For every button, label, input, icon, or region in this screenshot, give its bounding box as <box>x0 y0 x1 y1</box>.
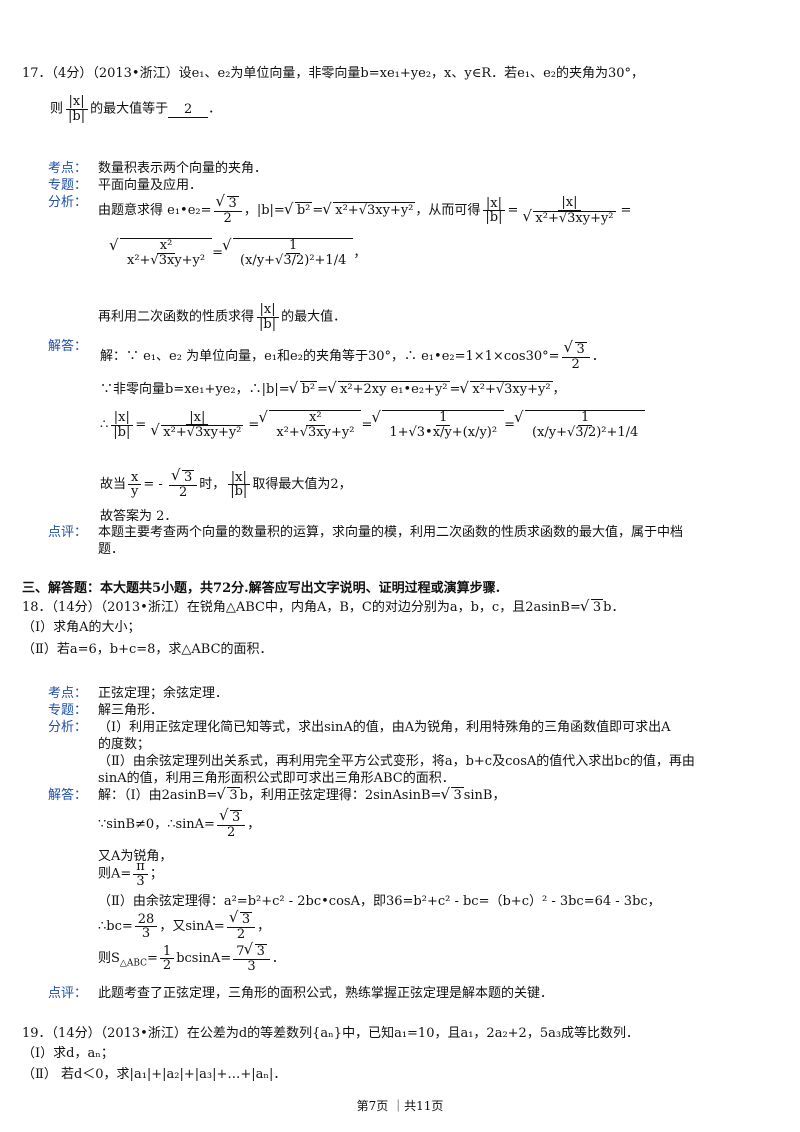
q17-dianping: 本题主要考查两个向量的数量积的运算，求向量的模，利用二次函数的性质求函数的最大值… <box>98 525 684 540</box>
q17-fenxi-line3: 再利用二次函数的性质求得|x||b|的最大值． <box>98 302 347 332</box>
q18-fenxi-label: 分析： <box>48 720 88 735</box>
q18-jieda-3: 又A为锐角， <box>98 849 173 864</box>
q18-fenxi-1: （Ⅰ）利用正弦定理化简已知等式，求出sinA的值，由A为锐角，利用特殊角的三角函… <box>98 720 671 735</box>
q17-jieda-line6: 故答案为 2． <box>100 509 178 524</box>
q17-kaodian: 数量积表示两个向量的夹角． <box>98 161 268 176</box>
q19-stem: 19．（14分）（2013•浙江）在公差为d的等差数列{aₙ}中，已知a₁=10… <box>22 1026 640 1041</box>
q18-kaodian-label: 考点： <box>48 686 88 701</box>
q17-kaodian-label: 考点： <box>48 161 88 176</box>
q17-dianping-2: 题． <box>98 542 125 557</box>
q17-jieda-label: 解答： <box>48 339 88 354</box>
q18-part1: （Ⅰ）求角A的大小； <box>22 620 141 635</box>
q17-answer: 2 <box>168 102 209 118</box>
q18-jieda-6: ∴bc=283，又sinA=32， <box>98 910 270 941</box>
q18-dianping: 此题考查了正弦定理，三角形的面积公式，熟练掌握正弦定理是解本题的关键． <box>98 986 554 1001</box>
q18-part2: （Ⅱ）若a=6，b+c=8，求△ABC的面积． <box>22 642 273 657</box>
q18-fenxi-3: （Ⅱ）由余弦定理列出关系式，再利用完全平方公式变形，将a，b+c及cosA的值代… <box>98 754 695 769</box>
q19-part1: （Ⅰ）求d，aₙ； <box>22 1046 114 1061</box>
vector-b: b <box>360 66 369 81</box>
q18-zhuanti-label: 专题： <box>48 703 88 718</box>
q18-dianping-label: 点评： <box>48 986 88 1001</box>
q17-dianping-label: 点评： <box>48 525 88 540</box>
section-heading: 三、解答题：本大题共5小题，共72分.解答应写出文字说明、证明过程或演算步骤. <box>22 581 501 596</box>
q17-fenxi-label: 分析： <box>48 195 88 210</box>
q17-fenxi-line1: 由题意求得 e₁•e₂=32，|b|=b²=x²+√3xy+y²，从而可得|x|… <box>98 194 631 225</box>
vector-e2: e₂ <box>217 66 231 81</box>
q18-jieda-2: ∵sinB≠0，∴sinA=32， <box>98 808 260 839</box>
q17-jieda-line3: ∴|x||b|=|x|x²+√3xy+y²=x²x²+√3xy+y²=11+√3… <box>100 408 646 440</box>
q18-fenxi-4: sinA的值，利用三角形面积公式即可求出三角形ABC的面积． <box>98 771 455 786</box>
q18-jieda-5: （Ⅱ）由余弦定理得：a²=b²+c² - 2bc•cosA，即36=b²+c² … <box>98 894 661 909</box>
q17-jieda-line1: 解：∵ e₁、e₂ 为单位向量，e₁和e₂的夹角等于30°，∴ e₁•e₂=1×… <box>100 340 605 371</box>
page-footer: 第7页 ｜共11页 <box>356 1099 444 1113</box>
q18-zhuanti: 解三角形． <box>98 703 164 718</box>
vector-e1: e₁ <box>191 66 205 81</box>
q17-zhuanti-label: 专题： <box>48 178 88 193</box>
q17-stem: 17．（4分）（2013•浙江）设e₁、e₂为单位向量，非零向量b=xe₁+ye… <box>22 66 645 81</box>
q18-kaodian: 正弦定理；余弦定理． <box>98 686 229 701</box>
q18-jieda-label: 解答： <box>48 788 88 803</box>
q18-stem: 18．（14分）（2013•浙江）在锐角△ABC中，内角A，B，C的对边分别为a… <box>22 596 624 615</box>
q18-fenxi-2: 的度数； <box>98 737 151 752</box>
q17-zhuanti: 平面向量及应用． <box>98 178 203 193</box>
q19-part2: （Ⅱ） 若d＜0，求|a₁|+|a₂|+|a₃|+…+|aₙ|． <box>22 1067 287 1082</box>
q17-jieda-line2: ∵非零向量b=xe₁+ye₂，∴|b|=b²=x²+2xy e₁•e₂+y²=x… <box>100 378 566 397</box>
